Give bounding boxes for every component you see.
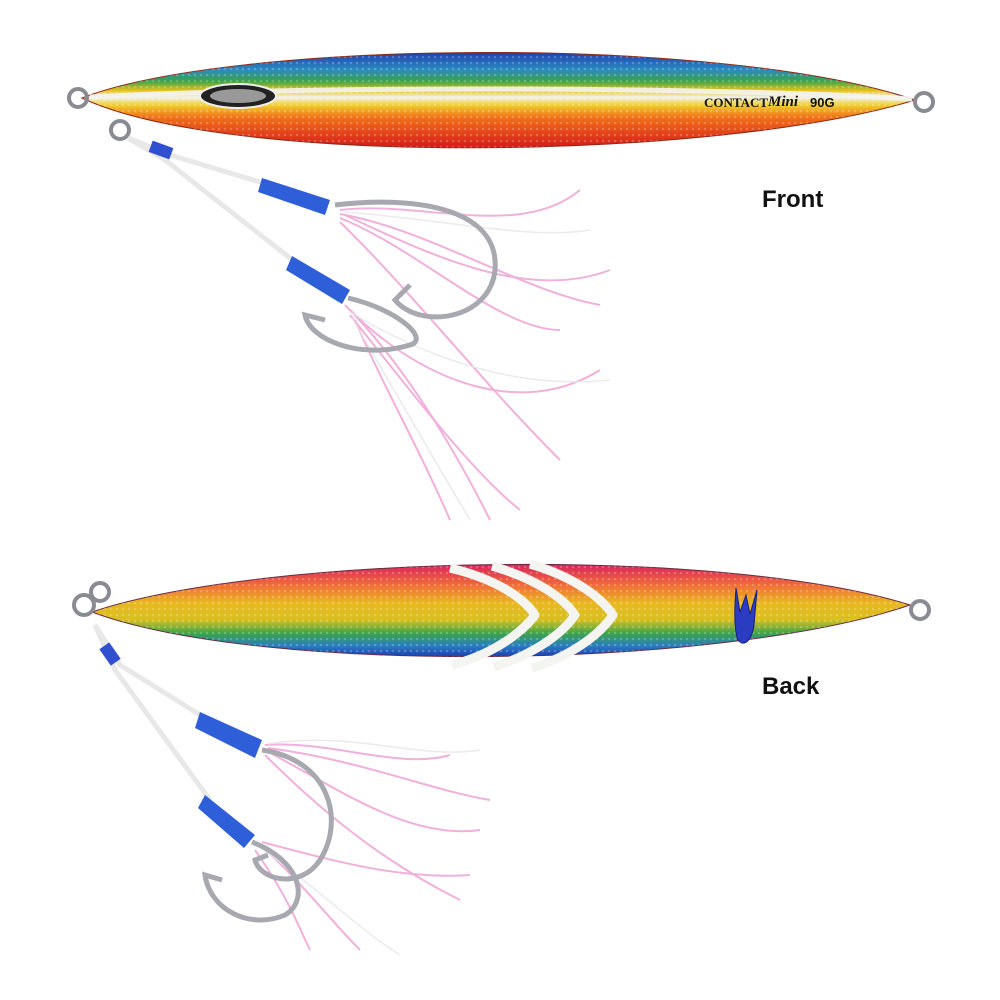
front-assist-hooks [126, 135, 611, 521]
back-label: Back [762, 673, 820, 700]
front-lure-model-text: Mini [767, 94, 799, 110]
front-label: Front [762, 186, 824, 213]
front-lure-stripe [89, 86, 913, 102]
front-hook-1 [334, 199, 498, 320]
back-assist-hooks [92, 623, 491, 956]
back-lure-chevrons [448, 559, 618, 673]
front-jig-lure: CONTACT Mini 90G [67, 52, 935, 521]
front-split-ring [67, 87, 89, 109]
front-hook-2 [301, 295, 419, 353]
front-tail-eye [913, 91, 935, 113]
back-jig-lure [72, 559, 931, 956]
back-tail-eye [909, 599, 931, 621]
front-lure-weight-text: 90G [810, 95, 835, 110]
back-lure-emblem [734, 587, 758, 644]
back-hook-1 [252, 747, 334, 882]
back-hook-2 [201, 839, 301, 923]
back-split-ring [72, 593, 96, 617]
front-lure-brand-text: CONTACT [704, 95, 768, 110]
